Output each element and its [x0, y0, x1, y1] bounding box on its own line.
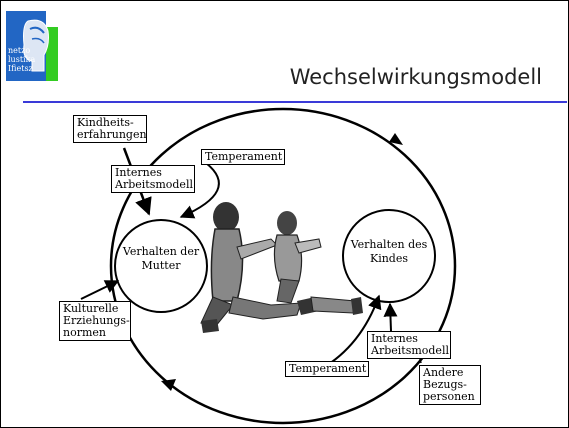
box-temperament-kind: Temperament	[285, 361, 369, 377]
box-andere-bezugspersonen: Andere Bezugs- personen	[419, 365, 481, 405]
logo-text-line-1: netzo	[8, 46, 31, 55]
child-behavior-circle	[342, 209, 436, 303]
box-internes-arbeitsmodell-mutter: Internes Arbeitsmodell	[111, 165, 195, 193]
child-behavior-label: Verhalten des Kindes	[350, 238, 428, 265]
logo-green-bar	[46, 27, 58, 81]
box-temperament-mutter: Temperament	[201, 149, 285, 165]
ring-arrowhead-bottom	[161, 379, 176, 391]
logo-head-icon	[23, 19, 49, 72]
mother-child-illustration-icon	[200, 202, 363, 333]
arrow-temperament-to-mother	[179, 162, 220, 219]
mother-behavior-label: Verhalten der Mutter	[122, 245, 200, 272]
box-kindheitserfahrungen: Kindheits- erfahrungen	[73, 115, 147, 143]
box-internes-arbeitsmodell-kind: Internes Arbeitsmodell	[367, 331, 451, 359]
outer-interaction-ring	[109, 107, 457, 425]
logo-text-line-3: Ifietsz	[8, 64, 33, 73]
box-kulturelle-erziehungsnormen: Kulturelle Erziehungs- normen	[59, 301, 131, 341]
arrow-kulturelle-to-mother	[80, 280, 120, 300]
arrow-internes-to-child	[383, 302, 398, 332]
logo-text-line-2: lustika	[8, 55, 36, 64]
ring-arrowhead-top	[389, 133, 403, 145]
slide-title: Wechselwirkungsmodell	[289, 65, 542, 89]
mother-behavior-circle	[114, 219, 208, 313]
title-underline	[23, 101, 567, 103]
institute-logo: netzo lustika Ifietsz	[6, 11, 58, 81]
